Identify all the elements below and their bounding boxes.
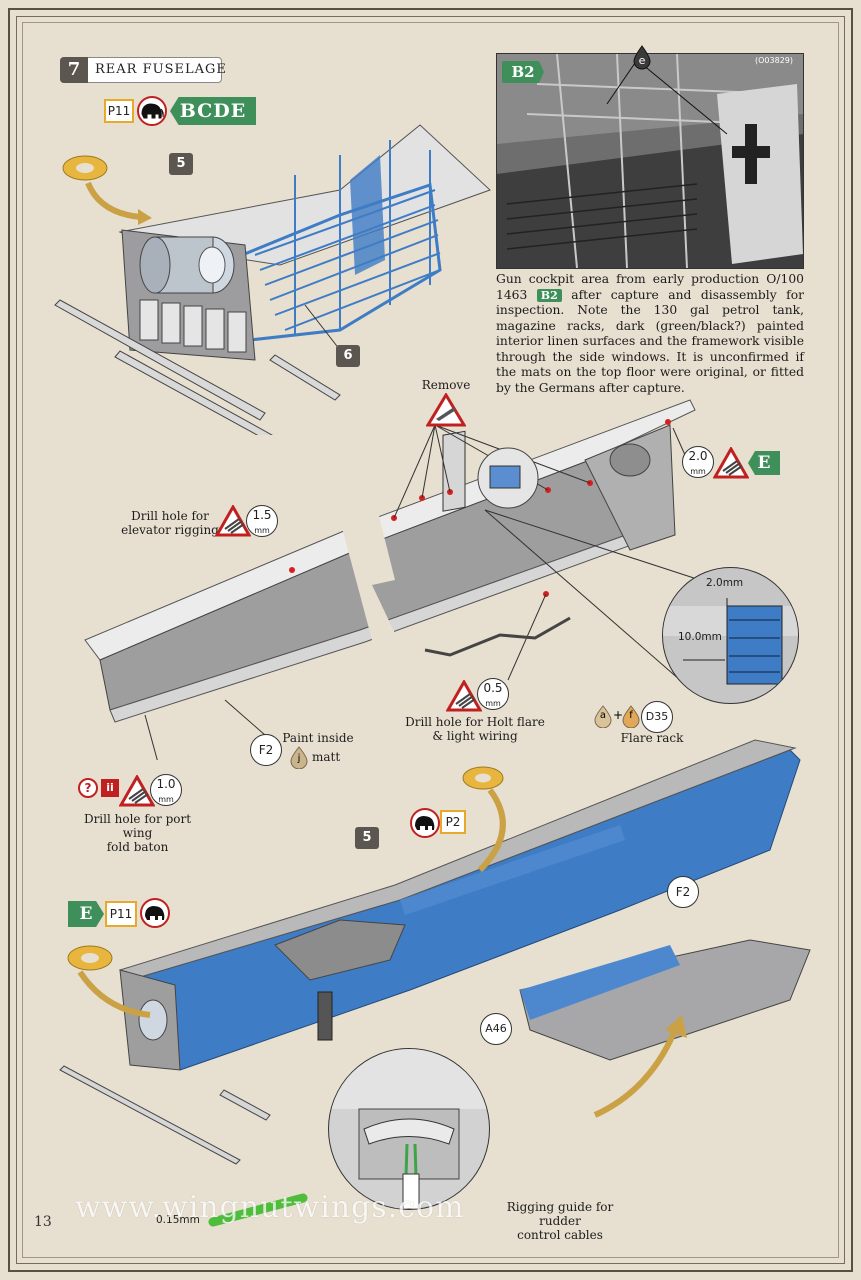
drill-size-0-5mm: 0.5 mm <box>477 678 509 710</box>
holt-unit: mm <box>485 699 501 708</box>
elephant-icon <box>137 96 167 126</box>
port-text-1: Drill hole for port wing <box>83 812 192 840</box>
elephant-icon <box>140 898 170 928</box>
part-number-5-bottom: 5 <box>355 827 379 849</box>
photo-content <box>497 54 803 268</box>
page-frame-inner <box>16 16 845 1264</box>
part-number-6: 6 <box>336 345 360 367</box>
caption-text-a: Gun cockpit area from early production O… <box>496 272 804 302</box>
bottom-assembly-drawing <box>59 739 811 1165</box>
drill-20-value: 2.0 <box>688 449 708 463</box>
flare-rack-detail <box>662 567 799 704</box>
page-number: 13 <box>34 1214 52 1230</box>
step-number: 7 <box>60 57 88 83</box>
photo-callout-e: e <box>638 54 646 67</box>
photo-caption: Gun cockpit area from early production O… <box>496 272 804 396</box>
question-icon: ? <box>78 778 98 798</box>
page-frame-inner-2 <box>22 22 839 1258</box>
caption-tag-b2: B2 <box>536 288 562 302</box>
drill-size-1-5mm: 1.5 mm <box>246 505 278 537</box>
part-ref-p2: P2 <box>440 810 466 834</box>
paint-code-j: j <box>297 753 301 764</box>
paint-matt-label: matt <box>312 750 341 764</box>
port-wing-label: Drill hole for port wing fold baton <box>70 812 205 854</box>
wire-dimension: 0.15mm <box>156 1214 200 1226</box>
top-assembly-drawing <box>54 124 491 435</box>
step-title: REAR FUSELAGE <box>95 62 227 77</box>
drill-10-value: 1.0 <box>156 777 176 791</box>
dim-2mm: 2.0mm <box>706 577 744 589</box>
part-d35: D35 <box>641 701 673 733</box>
drill-size-2mm: 2.0 mm <box>682 446 714 478</box>
info-icon: ii <box>101 779 119 797</box>
part-ref-p11: P11 <box>104 99 134 123</box>
holt-text-1: Drill hole for Holt flare <box>405 715 545 729</box>
drill-icon <box>119 775 155 807</box>
watermark: www.wingnutwings.com <box>75 1190 465 1225</box>
rigging-guide-svg <box>329 1049 489 1209</box>
version-tag-e-bottom: E <box>68 901 104 927</box>
paint-inside-label: Paint inside <box>282 731 354 745</box>
paint-drop-icon <box>594 705 612 728</box>
page-frame <box>8 8 853 1272</box>
middle-fuselage-drawing <box>84 399 701 760</box>
version-tag-bcde: BCDE <box>170 97 256 125</box>
drill-icon <box>215 505 251 537</box>
port-text-2: fold baton <box>106 840 169 854</box>
dim-10mm: 10.0mm <box>678 631 722 643</box>
photo-tag-b2: B2 <box>502 61 544 83</box>
drill-15-unit: mm <box>254 526 270 535</box>
flare-rack-label: Flare rack <box>620 731 684 745</box>
elevator-rigging-label: Drill hole for elevator rigging <box>115 509 225 537</box>
part-a46: A46 <box>480 1013 512 1045</box>
elephant-icon <box>410 808 440 838</box>
part-f2-mid: F2 <box>250 734 282 766</box>
paint-drop-icon <box>633 45 651 70</box>
drill-20-unit: mm <box>690 467 706 476</box>
drill-10-unit: mm <box>158 795 174 804</box>
drill-15-value: 1.5 <box>252 508 272 522</box>
photo-id: (O03829) <box>755 56 793 65</box>
part-ref-p11-bottom: P11 <box>105 901 137 927</box>
paint-drop-icon <box>622 705 640 728</box>
paint-drop-icon <box>290 746 308 769</box>
holt-flare-label: Drill hole for Holt flare & light wiring <box>395 715 555 743</box>
drill-icon <box>713 447 749 479</box>
part-f2-bottom: F2 <box>667 876 699 908</box>
drill-icon <box>446 680 482 712</box>
wire-icon <box>208 1193 308 1227</box>
rigging-guide-label: Rigging guide for rudder control cables <box>485 1200 635 1242</box>
caption-text-b: after capture and disassembly for inspec… <box>496 287 804 395</box>
rigging-guide-detail <box>328 1048 490 1210</box>
paint-plus: + <box>613 708 624 722</box>
holt-value: 0.5 <box>483 681 503 695</box>
rigging-text-1: Rigging guide for rudder <box>506 1200 614 1228</box>
flare-rack-svg <box>663 598 798 685</box>
elevator-text-1: Drill hole for <box>131 509 209 523</box>
paint-code-f: f <box>629 710 633 721</box>
elevator-text-2: elevator rigging <box>121 523 219 537</box>
version-tag-e: E <box>748 451 780 475</box>
remove-knife-icon <box>426 393 466 427</box>
paint-code-a: a <box>599 710 607 721</box>
rigging-text-2: control cables <box>517 1228 603 1242</box>
reference-photo <box>496 53 804 269</box>
drill-size-1mm: 1.0 mm <box>150 774 182 806</box>
holt-text-2: & light wiring <box>432 729 518 743</box>
remove-label: Remove <box>421 378 471 392</box>
part-number-5-top: 5 <box>169 153 193 175</box>
